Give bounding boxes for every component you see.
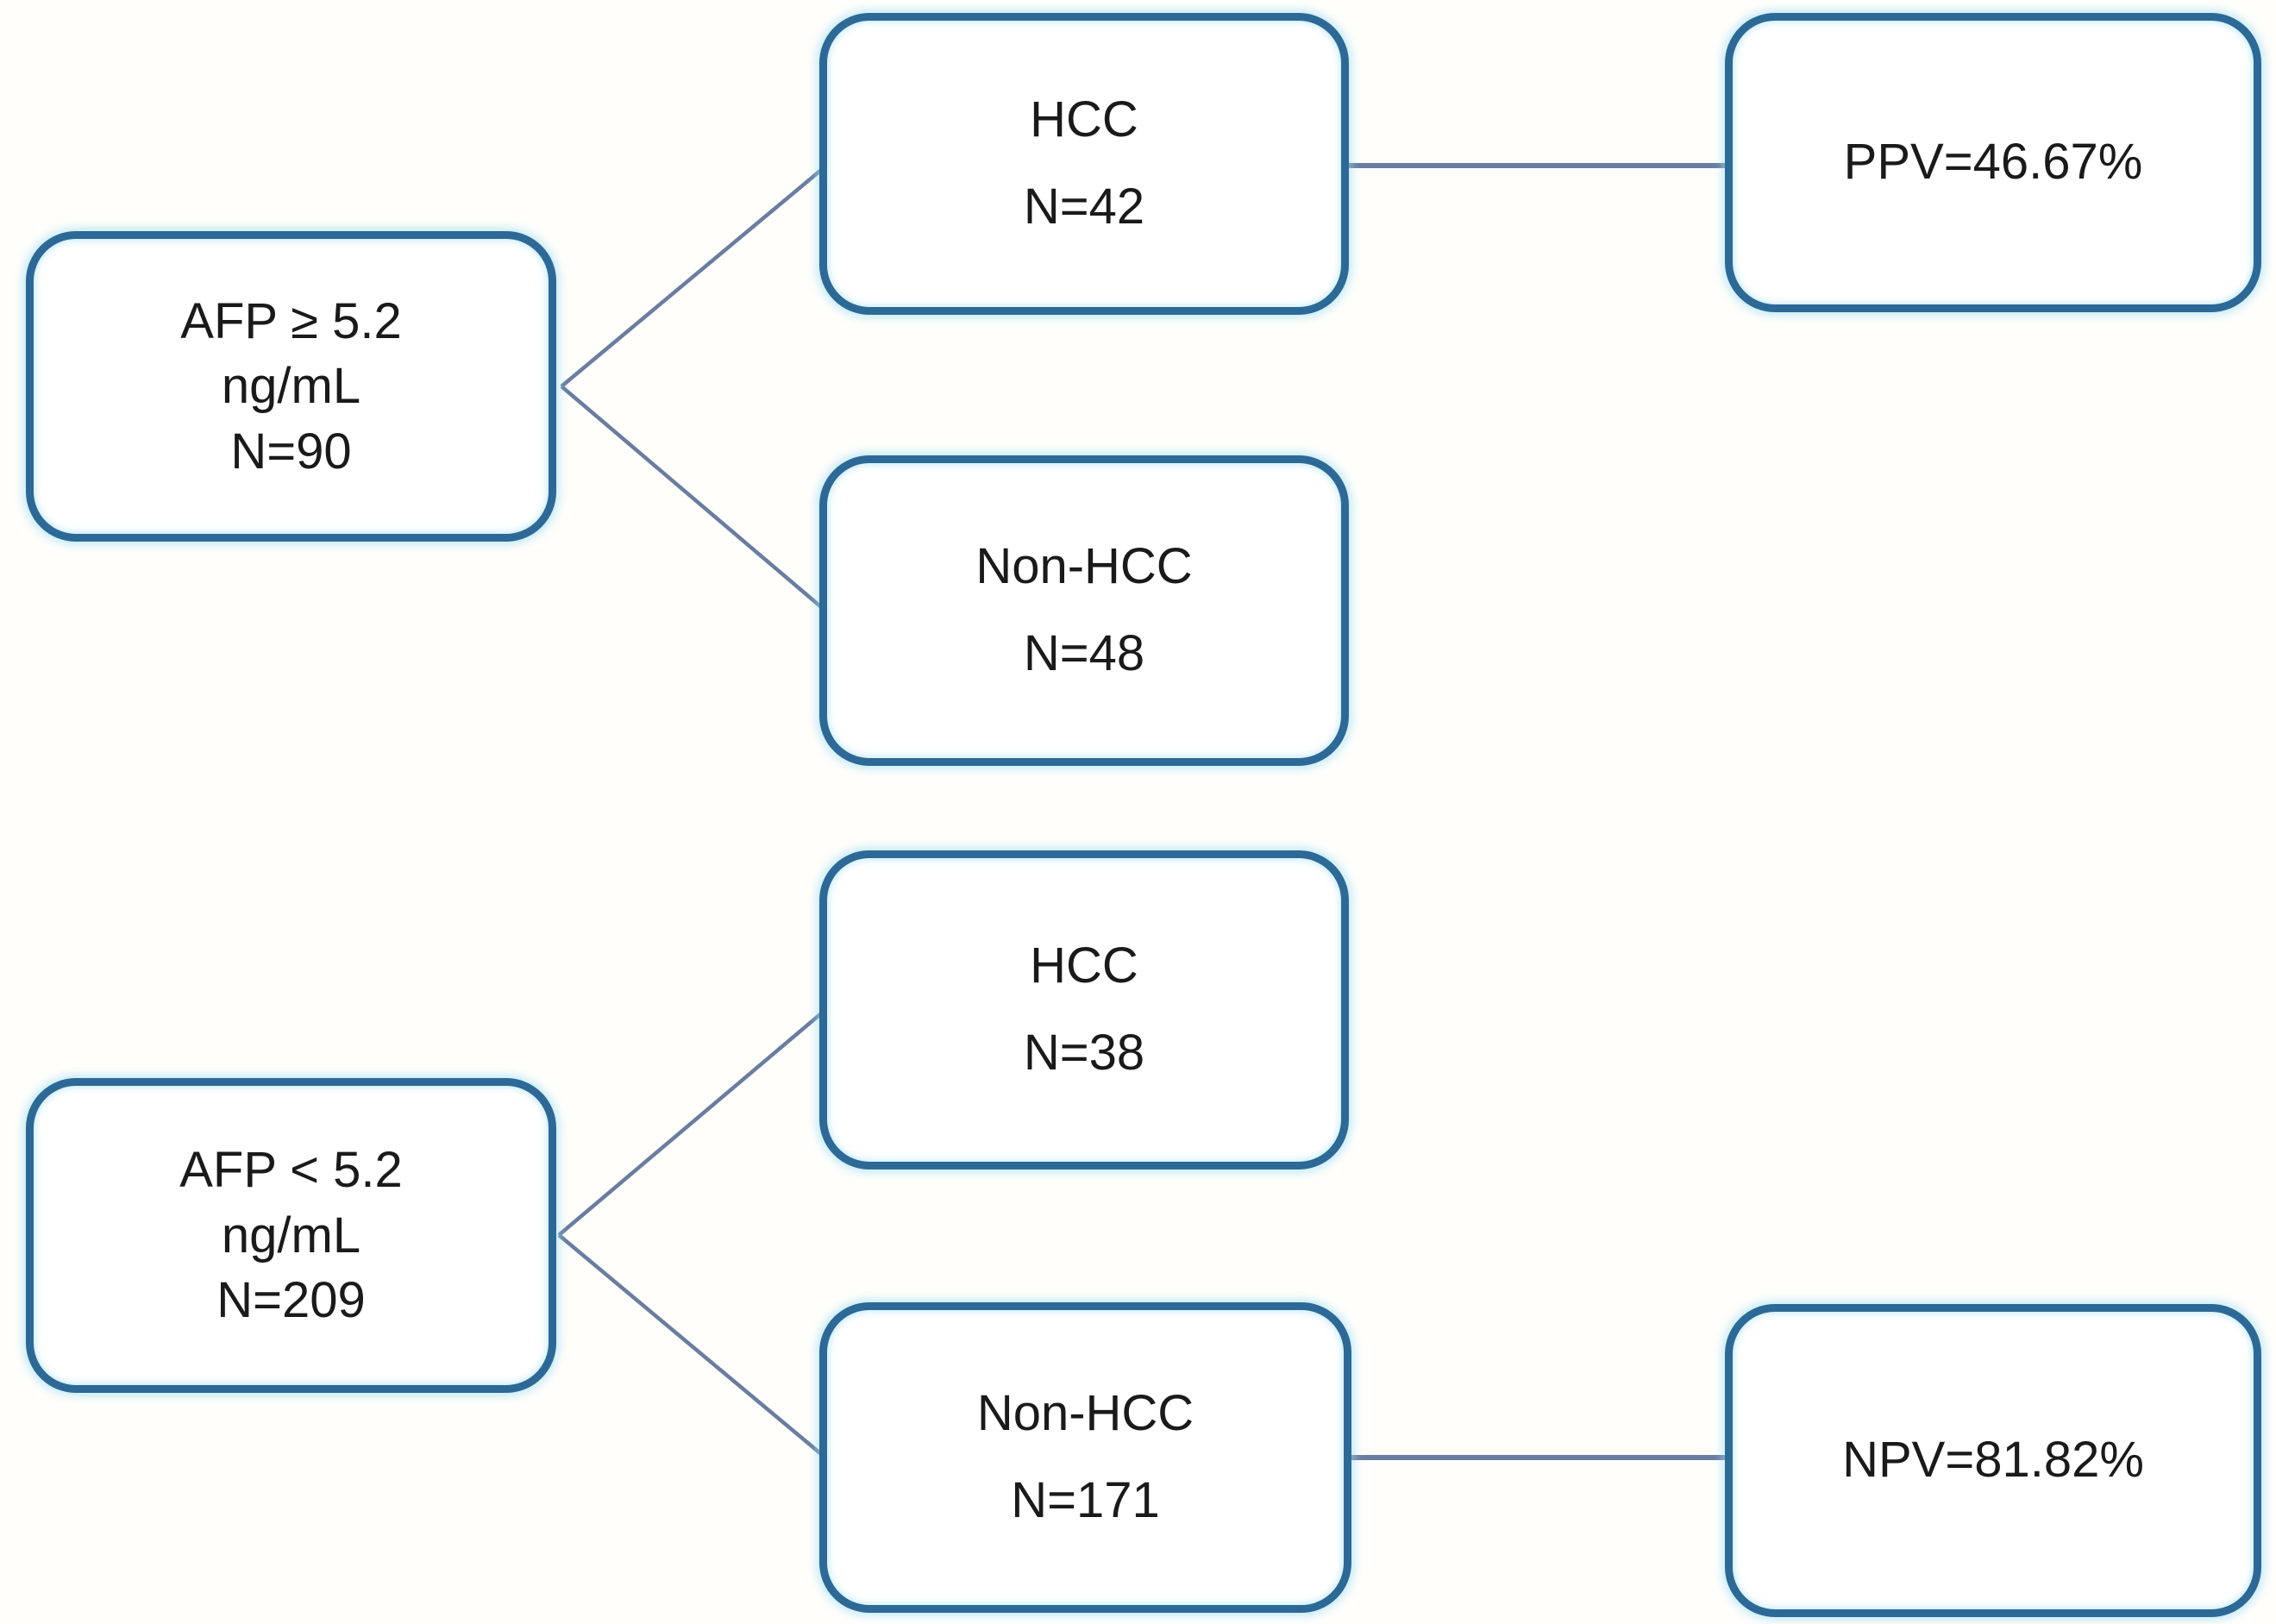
- node-nonhcc-171-count: N=171: [1011, 1472, 1160, 1528]
- node-npv-label: NPV=81.82%: [1842, 1432, 2144, 1489]
- node-ppv: PPV=46.67%: [1725, 13, 2261, 312]
- node-nonhcc-171: Non-HCC N=171: [819, 1302, 1351, 1613]
- connector-afp-low-to-hcc38: [557, 1008, 827, 1237]
- node-hcc-42: HCC N=42: [819, 13, 1349, 315]
- node-nonhcc-48: Non-HCC N=48: [819, 455, 1349, 766]
- node-hcc-38: HCC N=38: [819, 850, 1349, 1169]
- connector-afp-low-to-nonhcc171: [557, 1233, 827, 1459]
- connector-afp-high-to-nonhcc48: [560, 385, 827, 612]
- node-hcc-42-count: N=42: [1023, 179, 1145, 235]
- node-nonhcc-48-label: Non-HCC: [975, 538, 1193, 595]
- node-afp-high-count: N=90: [230, 423, 352, 480]
- node-afp-high-condition: AFP ≥ 5.2: [180, 292, 402, 349]
- node-afp-low-condition: AFP < 5.2: [179, 1142, 403, 1199]
- node-afp-low: AFP < 5.2 ng/mL N=209: [26, 1078, 556, 1393]
- node-afp-high-unit: ng/mL: [221, 358, 361, 415]
- node-afp-low-unit: ng/mL: [221, 1207, 361, 1263]
- node-afp-high: AFP ≥ 5.2 ng/mL N=90: [26, 231, 556, 542]
- node-hcc-42-label: HCC: [1030, 91, 1138, 148]
- connector-afp-high-to-hcc42: [560, 165, 827, 388]
- node-npv: NPV=81.82%: [1725, 1304, 2261, 1617]
- node-afp-low-count: N=209: [216, 1272, 366, 1329]
- node-nonhcc-48-count: N=48: [1023, 625, 1145, 681]
- node-nonhcc-171-label: Non-HCC: [976, 1385, 1194, 1442]
- node-hcc-38-count: N=38: [1023, 1025, 1145, 1081]
- node-ppv-label: PPV=46.67%: [1843, 134, 2143, 191]
- node-hcc-38-label: HCC: [1030, 937, 1138, 994]
